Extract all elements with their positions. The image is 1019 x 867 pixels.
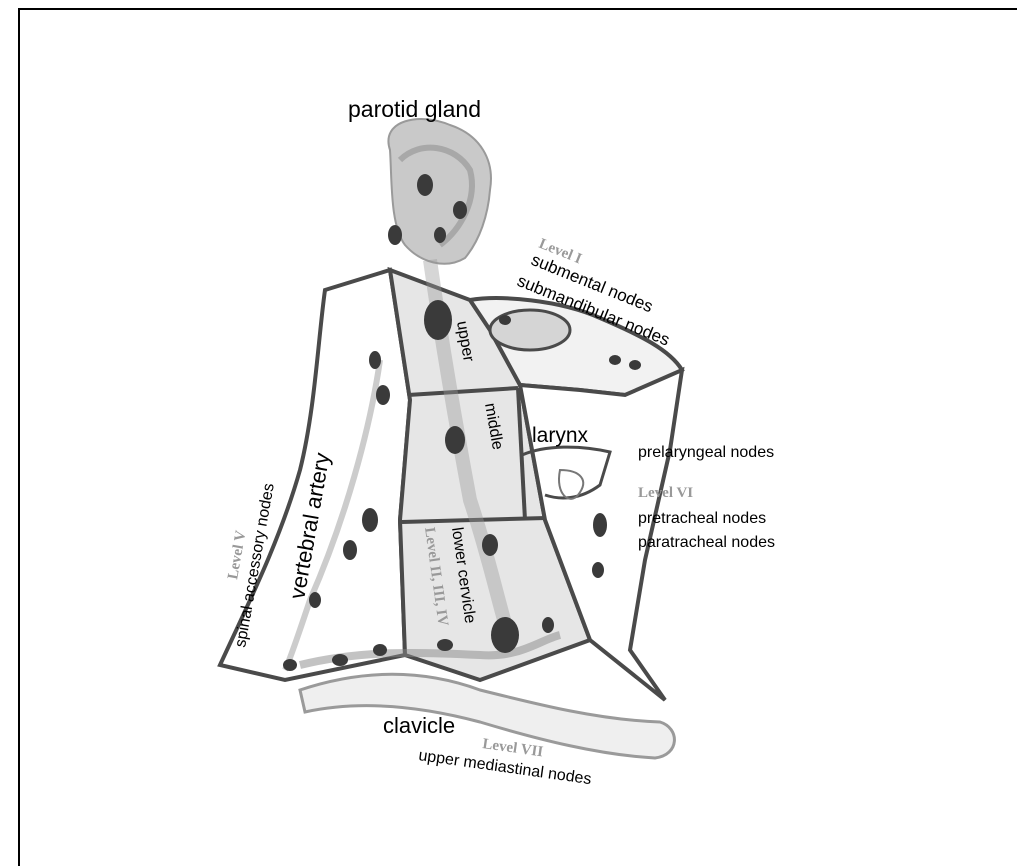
- lymph-node: [362, 508, 378, 532]
- label-pretracheal-nodes: pretracheal nodes: [638, 510, 766, 527]
- lymph-node: [593, 513, 607, 537]
- lymph-node: [332, 654, 348, 666]
- lymph-node: [373, 644, 387, 656]
- lymph-node: [453, 201, 467, 219]
- lymph-node: [629, 360, 641, 370]
- label-larynx: larynx: [532, 424, 589, 447]
- label-level-vi: Level VI: [638, 485, 693, 501]
- lymph-node: [445, 426, 465, 454]
- lymph-node: [376, 385, 390, 405]
- lymph-node: [343, 540, 357, 560]
- label-prelaryngeal-nodes: prelaryngeal nodes: [638, 444, 774, 461]
- lymph-node: [417, 174, 433, 196]
- lymph-node: [491, 617, 519, 653]
- lymph-node: [434, 227, 446, 243]
- lymph-node: [369, 351, 381, 369]
- label-parotid-gland: parotid gland: [348, 96, 481, 122]
- lymph-node: [388, 225, 402, 245]
- lymph-node: [437, 639, 453, 651]
- lymph-node: [542, 617, 554, 633]
- lymph-node: [609, 355, 621, 365]
- label-clavicle: clavicle: [383, 713, 455, 738]
- lymph-node: [592, 562, 604, 578]
- label-paratracheal-nodes: paratracheal nodes: [638, 534, 775, 551]
- lymph-node: [309, 592, 321, 608]
- lymph-node: [283, 659, 297, 671]
- lymph-node: [499, 315, 511, 325]
- lymph-node: [482, 534, 498, 556]
- lymph-node: [424, 300, 452, 340]
